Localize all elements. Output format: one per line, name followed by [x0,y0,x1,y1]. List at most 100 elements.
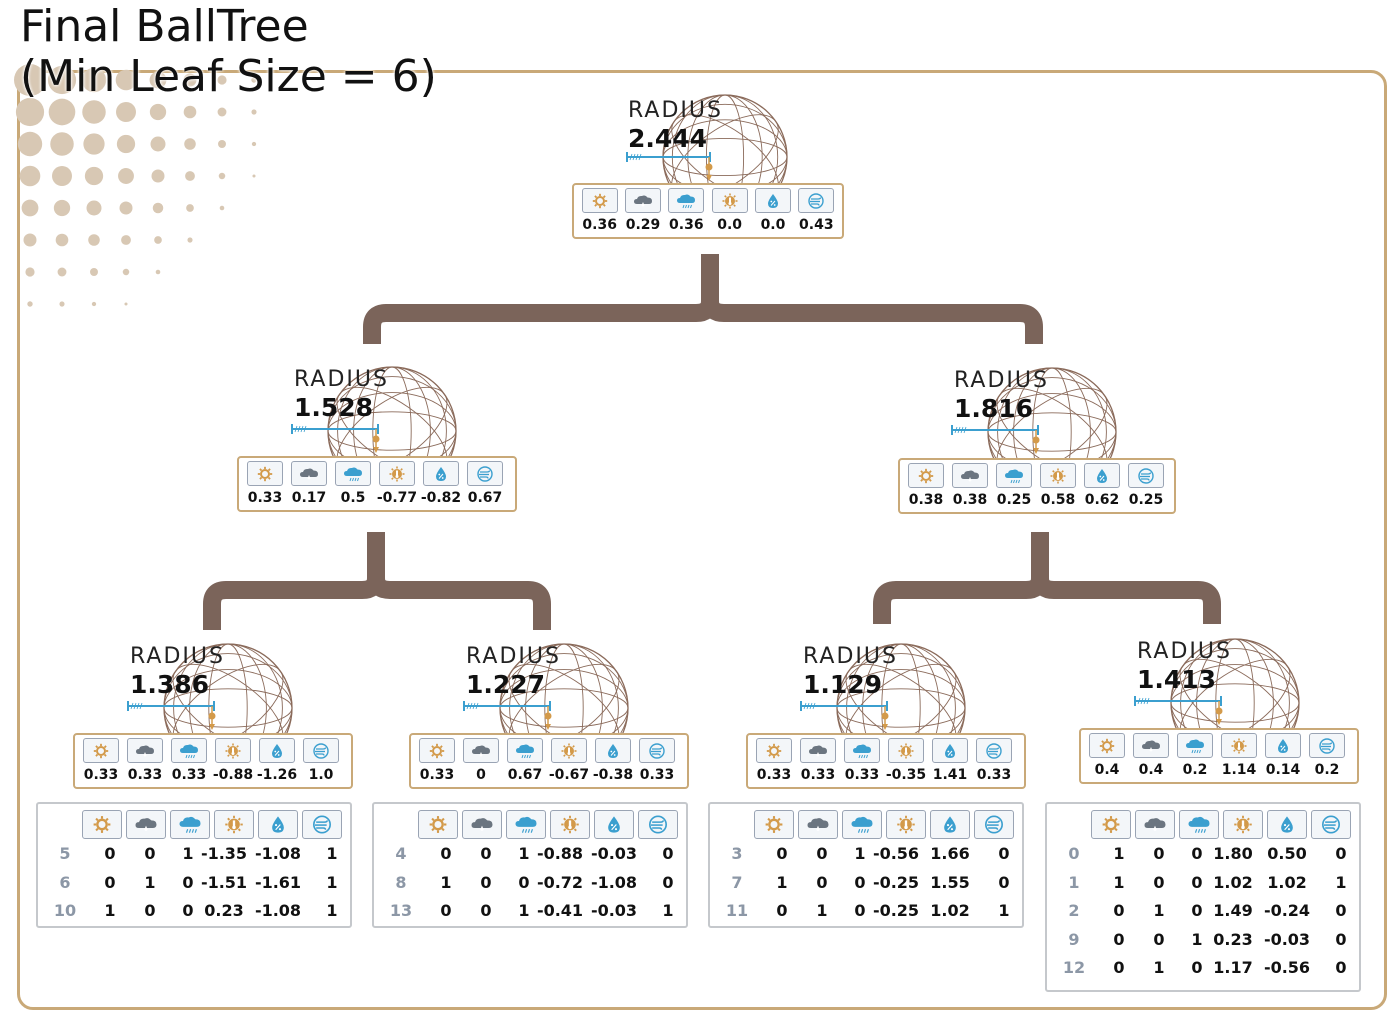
decor-dot [251,109,257,115]
decor-dot [185,171,195,181]
centroid-value: 0.25 [1128,492,1164,508]
decor-dot [57,267,67,277]
cloud-feature-tile [1133,733,1169,758]
decor-dot [82,100,106,124]
table-cell: 1.02 [930,901,970,920]
table-cell: -1.61 [254,872,302,892]
table-cell: 1 [518,844,530,863]
humidity-icon [272,743,282,758]
wind-icon [1322,815,1340,834]
centroid-value: 0.33 [171,767,207,783]
wind-icon [477,465,493,482]
row-index: 11 [725,901,749,920]
hot-temperature-icon [722,193,738,208]
wind-icon [649,742,665,759]
hot-temperature-icon [1231,738,1247,753]
wind-feature-tile [1309,733,1345,758]
humidity-icon [1278,738,1288,753]
table-cell: 0 [1113,901,1125,920]
table-cell: 0 [662,872,674,892]
decor-dot [219,205,225,211]
sun-feature-tile [754,810,794,839]
radius-label: RADIUS [803,644,898,669]
centroid-feature-cell: 0.2 [1305,733,1349,782]
decor-dot [116,134,136,154]
wind-icon [985,815,1003,834]
table-cell: -0.24 [1263,901,1311,920]
decor-dot [151,169,165,183]
decor-dot [25,267,35,277]
table-cell: 0 [182,901,194,920]
hot-temperature-icon [389,466,405,481]
humidity-icon [944,816,956,833]
table-cell: 1.17 [1213,958,1253,977]
table-cell: 0.50 [1267,844,1307,863]
cloud-icon [961,470,979,481]
radius-measure-line [951,425,1040,454]
table-cell: -0.03 [1263,929,1311,949]
table-cell: 1 [144,872,156,892]
cloud-feature-tile [462,810,502,839]
table-cell: 1 [1113,872,1125,892]
row-index: 13 [389,901,413,920]
cloud-feature-tile [463,738,499,763]
table-cell: 1 [854,844,866,863]
row-index: 6 [59,872,71,892]
sun-icon [429,743,445,758]
table-cell: -1.08 [254,901,302,920]
centroid-feature-cell: 1.14 [1217,733,1261,782]
sun-feature-tile [1089,733,1125,758]
decor-dot [90,268,98,276]
radius-measure-line [626,152,713,181]
table-cell: -0.25 [872,901,920,920]
centroid-value: 1.41 [932,767,968,783]
decor-dot [81,67,107,93]
wind-feature-tile [974,810,1014,839]
table-cell: 0 [518,872,530,892]
decor-dot [116,102,136,122]
table-cell: 0 [1191,872,1203,892]
centroid-value: 0.33 [247,490,283,506]
rain-cloud-feature-tile [844,738,880,763]
rain-cloud-icon [853,744,871,758]
cloud-feature-tile [624,188,661,213]
table-cell: 0 [776,901,788,920]
decor-dot [155,269,161,275]
hot-temperature-icon [897,815,915,834]
centroid-feature-cell: -0.88 [211,738,255,787]
radius-value: 1.816 [954,394,1034,423]
wind-feature-tile [1128,463,1164,488]
radius-label: RADIUS [628,98,723,123]
wind-icon [808,192,824,209]
tree-branch [873,532,1221,624]
table-cell: 1 [816,901,828,920]
sun-feature-tile [1091,810,1131,839]
centroid-value: 0.0 [717,217,743,233]
centroid-value: -1.26 [256,767,298,783]
rain-cloud-feature-tile [1177,733,1213,758]
centroid-feature-cell: 0.0 [751,188,794,237]
humidity-feature-tile [423,461,459,486]
leaf-header-icons [82,810,346,839]
table-cell: 1 [1153,958,1165,977]
wind-feature-tile [639,738,675,763]
wind-feature-tile [467,461,503,486]
decor-dot [218,140,226,148]
table-cell: 1 [1191,929,1203,949]
rain-cloud-icon [677,194,696,208]
table-cell: -0.72 [536,872,584,892]
centroid-feature-cell: 0.36 [578,188,621,237]
centroid-value: 1.14 [1221,762,1257,778]
radius-value: 1.413 [1137,665,1217,694]
table-cell: -0.56 [1263,958,1311,977]
